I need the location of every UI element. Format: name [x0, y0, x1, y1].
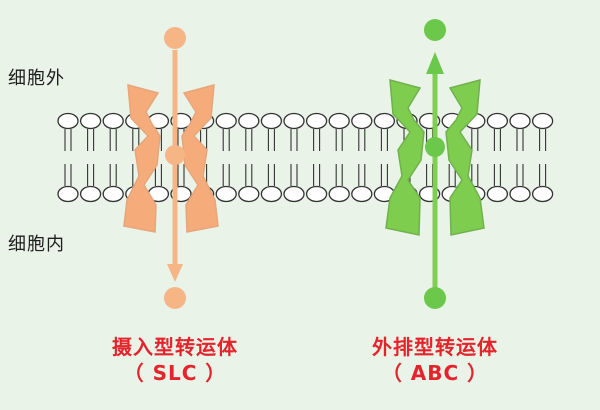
abc-transporter	[385, 19, 485, 309]
lipid-head-outer	[260, 112, 283, 130]
lipid-head-inner	[351, 185, 373, 203]
lipid-head-outer	[283, 112, 305, 130]
lipid-head-outer	[102, 112, 124, 130]
lipid-head-inner	[509, 185, 531, 203]
slc-caption: 摄入型转运体 （ SLC ）	[85, 334, 265, 386]
abc-substrate-middle	[425, 137, 445, 157]
slc-arrow-head	[167, 264, 183, 282]
abc-abbr: （ ABC ）	[381, 361, 489, 385]
lipid-head-inner	[57, 185, 79, 203]
slc-substrate-middle	[165, 145, 185, 165]
slc-protein-left-half	[123, 83, 161, 233]
lipid-head-inner	[283, 185, 305, 203]
lipid-head-outer	[238, 112, 260, 130]
lipid-head-inner	[328, 185, 350, 203]
abc-protein-left-half	[385, 78, 425, 236]
lipid-head-outer	[531, 112, 554, 130]
slc-abbr: （ SLC ）	[123, 361, 227, 385]
lipid-head-inner	[102, 185, 124, 203]
slc-name: 摄入型转运体	[112, 335, 238, 359]
lipid-head-outer	[215, 112, 237, 130]
extracellular-label: 细胞外	[8, 68, 65, 89]
abc-name: 外排型转运体	[372, 335, 498, 359]
abc-caption: 外排型转运体 （ ABC ）	[345, 334, 525, 386]
lipid-head-outer	[351, 112, 373, 130]
abc-arrow-head	[426, 52, 444, 74]
lipid-head-inner	[238, 185, 260, 203]
slc-protein-right-half	[181, 83, 219, 233]
lipid-head-inner	[305, 185, 328, 203]
abc-substrate-bottom	[424, 287, 446, 309]
lipid-head-outer	[509, 112, 531, 130]
lipid-head-inner	[260, 185, 283, 203]
slc-substrate-top	[164, 27, 186, 49]
lipid-head-outer	[373, 112, 396, 130]
intracellular-label: 细胞内	[8, 234, 65, 255]
lipid-heads-outer-row	[57, 112, 554, 130]
slc-transporter	[123, 27, 219, 309]
abc-protein-right-half	[445, 78, 485, 236]
lipid-head-outer	[486, 112, 509, 130]
lipid-head-inner	[531, 185, 554, 203]
lipid-head-inner	[215, 185, 237, 203]
abc-substrate-top	[424, 19, 446, 41]
lipid-head-outer	[79, 112, 102, 130]
lipid-head-inner	[79, 185, 102, 203]
lipid-head-outer	[57, 112, 79, 130]
slc-substrate-bottom	[164, 287, 186, 309]
lipid-head-outer	[328, 112, 350, 130]
lipid-head-outer	[305, 112, 328, 130]
lipid-head-inner	[486, 185, 509, 203]
